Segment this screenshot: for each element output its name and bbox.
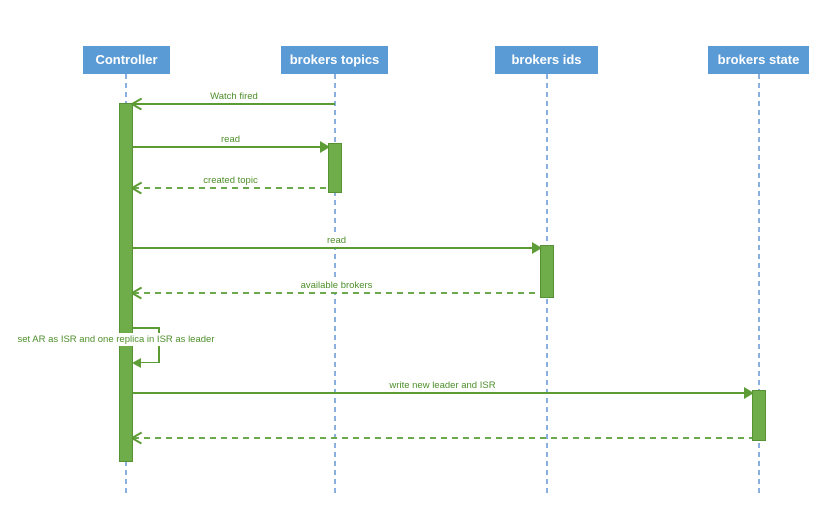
actor-box-brokers-state: brokers state bbox=[708, 46, 809, 74]
message-label: created topic bbox=[199, 175, 262, 187]
message-line bbox=[133, 437, 752, 439]
open-arrowhead-icon bbox=[132, 292, 144, 294]
filled-arrowhead-icon bbox=[320, 140, 330, 153]
activation-brokers-topics bbox=[328, 143, 342, 193]
actor-box-brokers-topics: brokers topics bbox=[281, 46, 388, 74]
filled-arrowhead-icon bbox=[744, 386, 754, 399]
message-line bbox=[133, 247, 540, 249]
lifeline-brokers-state bbox=[758, 74, 760, 497]
message-line bbox=[133, 146, 328, 148]
actor-box-brokers-ids: brokers ids bbox=[495, 46, 598, 74]
message-write-new-leader: write new leader and ISR bbox=[133, 380, 754, 399]
message-line bbox=[133, 187, 328, 189]
open-arrowhead-icon bbox=[132, 437, 144, 439]
message-read-topics: read bbox=[133, 134, 330, 153]
filled-arrowhead-icon bbox=[132, 357, 141, 368]
activation-brokers-ids bbox=[540, 245, 554, 298]
open-arrowhead-icon bbox=[132, 187, 144, 189]
message-line bbox=[133, 103, 335, 105]
self-message-bottom-line bbox=[141, 361, 159, 363]
message-label: available brokers bbox=[296, 280, 377, 292]
self-message-top-line bbox=[133, 327, 160, 329]
message-line bbox=[133, 292, 540, 294]
message-label: write new leader and ISR bbox=[385, 380, 500, 392]
open-arrowhead-icon bbox=[132, 103, 144, 105]
filled-arrowhead-icon bbox=[532, 241, 542, 254]
actor-box-controller: Controller bbox=[83, 46, 170, 74]
message-read-ids: read bbox=[133, 235, 542, 254]
message-watch-fired: Watch fired bbox=[132, 91, 335, 105]
activation-brokers-state bbox=[752, 390, 766, 441]
message-return-state bbox=[133, 437, 752, 439]
message-label: read bbox=[322, 235, 351, 247]
message-label: read bbox=[216, 134, 245, 146]
message-created-topic: created topic bbox=[132, 175, 328, 189]
message-available-brokers: available brokers bbox=[132, 280, 540, 294]
message-label: set AR as ISR and one replica in ISR as … bbox=[10, 333, 222, 346]
message-label: Watch fired bbox=[206, 91, 262, 103]
activation-controller bbox=[119, 103, 133, 462]
message-line bbox=[133, 392, 752, 394]
